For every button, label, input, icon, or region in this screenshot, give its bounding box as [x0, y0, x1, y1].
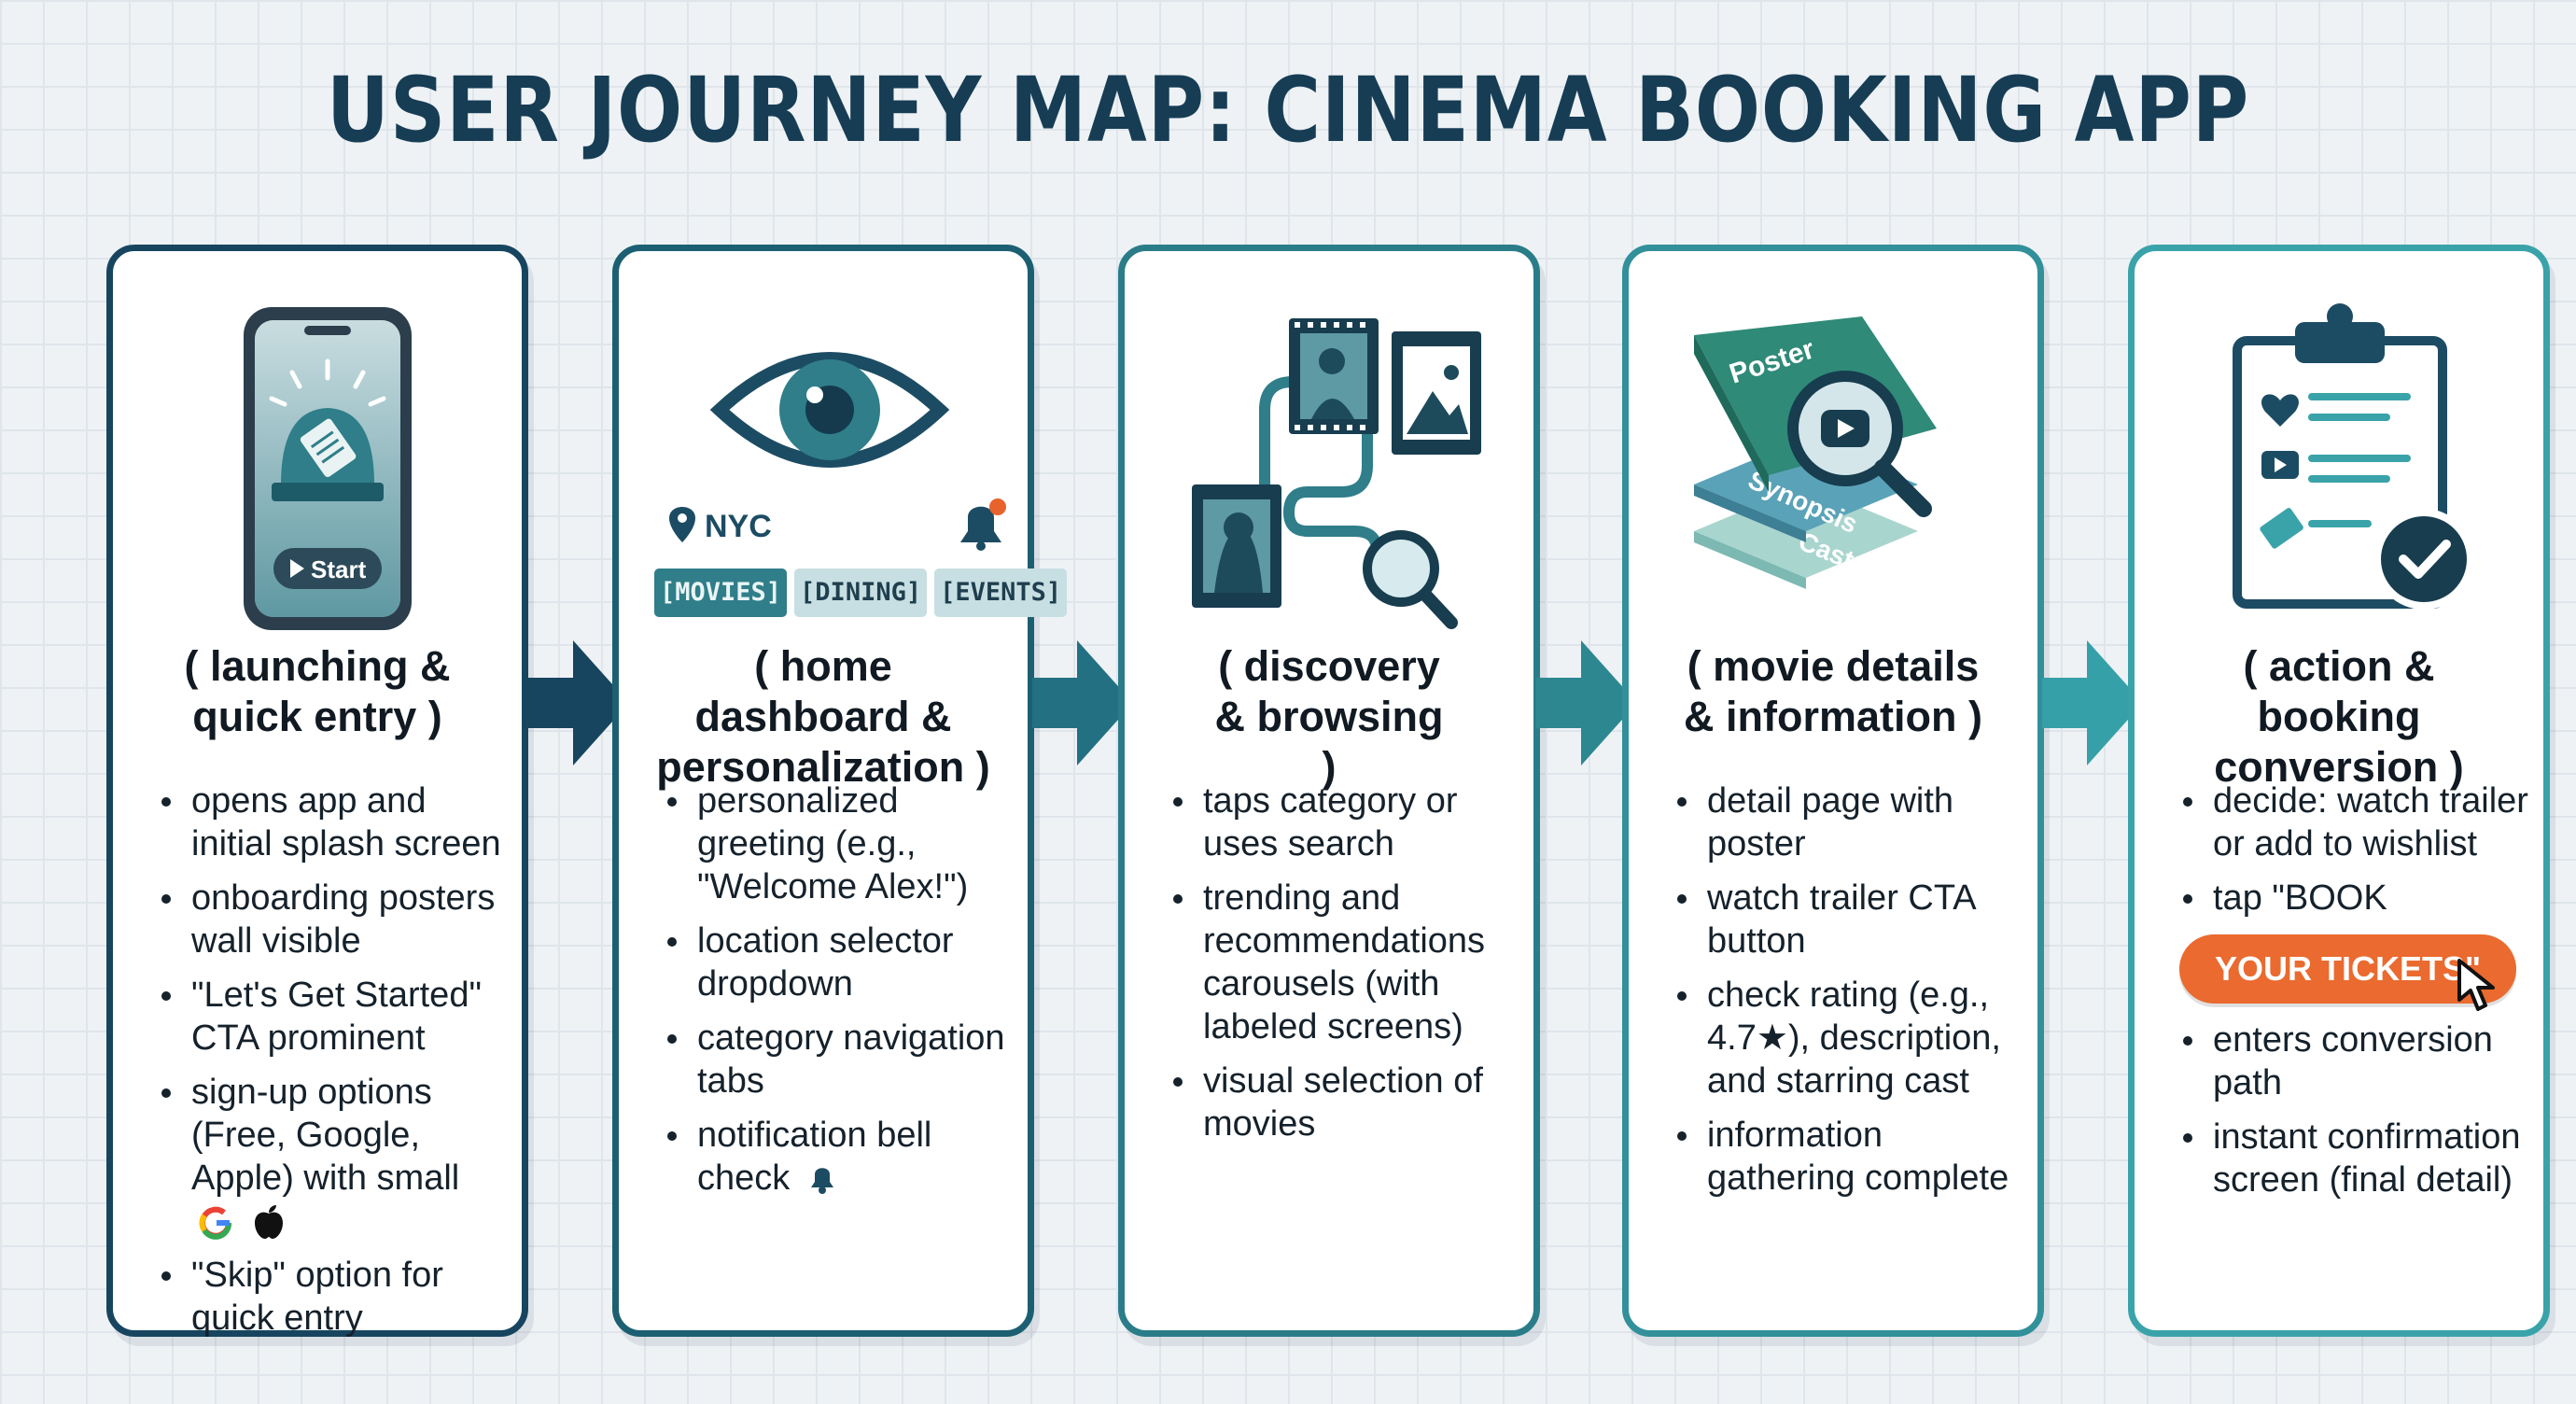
stage-card-movie-details: Cast Synopsis Poster ( movie details & i…: [1622, 245, 2044, 1337]
flow-arrow-icon: [1032, 640, 1133, 765]
flow-arrow-icon: [2042, 640, 2143, 765]
tab-events[interactable]: [EVENTS]: [934, 569, 1068, 617]
bullet-item: taps category or uses search: [1169, 779, 1520, 865]
bullet-item: notification bell check: [664, 1114, 1015, 1200]
bullet-item: enters conversion path: [2179, 1018, 2530, 1104]
cursor-pointer-icon: [2457, 959, 2495, 1011]
bullet-item: information gathering complete: [1673, 1114, 2024, 1200]
clipboard-checklist-icon: [2135, 251, 2543, 653]
stage-card-booking: ( action & booking conversion ) decide: …: [2128, 245, 2550, 1337]
bullet-item: detail page with poster: [1673, 779, 2024, 865]
stage-label: ( home dashboard & personalization ): [656, 642, 990, 791]
tab-dining[interactable]: [DINING]: [794, 569, 928, 617]
category-tabs: [MOVIES][DINING][EVENTS]: [654, 569, 1074, 617]
bullet-text: notification bell check: [697, 1116, 932, 1198]
stage-card-launching: Start ( launching & quick entry ) opens …: [106, 245, 528, 1338]
bell-icon: [810, 1168, 833, 1194]
bullet-text: sign-up options (Free, Google, Apple) wi…: [191, 1073, 460, 1198]
stage-label: ( action & booking conversion ): [2214, 642, 2464, 791]
bullet-item: opens app and initial splash screen: [158, 779, 509, 865]
apple-logo-icon: [254, 1205, 283, 1239]
stage-bullets: decide: watch trailer or add to wishlist…: [2179, 779, 2530, 1213]
tab-movies[interactable]: [MOVIES]: [654, 569, 788, 617]
stage-label: ( launching & quick entry ): [184, 642, 451, 740]
bullet-item: sign-up options (Free, Google, Apple) wi…: [158, 1071, 509, 1243]
stage-bullets: taps category or uses search trending an…: [1169, 779, 1520, 1157]
stage-label: ( movie details & information ): [1684, 642, 1982, 740]
phone-launch-icon: Start: [113, 251, 522, 653]
stage-card-discovery: ( discovery & browsing ) taps category o…: [1118, 245, 1540, 1337]
bullet-item: check rating (e.g., 4.7★), description, …: [1673, 974, 2024, 1102]
google-logo-icon: [199, 1206, 231, 1240]
page-title: USER JOURNEY MAP: CINEMA BOOKING APP: [326, 58, 2250, 162]
stage-bullets: detail page with poster watch trailer CT…: [1673, 779, 2024, 1211]
bullet-item: decide: watch trailer or add to wishlist: [2179, 779, 2530, 865]
eye-personalization-icon: NYC [MOVIES][DINING][EVENTS]: [619, 251, 1068, 653]
bell-icon: [960, 498, 1006, 551]
flow-arrow-icon: [1536, 640, 1637, 765]
cta-row: YOUR TICKETS": [2179, 931, 2530, 1011]
bullet-item: tap "BOOK: [2179, 877, 2530, 920]
stage-bullets: opens app and initial splash screen onbo…: [158, 779, 509, 1351]
bullet-item: "Skip" option for quick entry: [158, 1254, 509, 1340]
bullet-item: onboarding posters wall visible: [158, 877, 509, 962]
flow-arrow-icon: [528, 640, 629, 765]
bullet-item: instant confirmation screen (final detai…: [2179, 1116, 2530, 1201]
bullet-item: location selector dropdown: [664, 920, 1015, 1005]
start-button-label: Start: [311, 555, 367, 583]
stage-label: ( discovery & browsing ): [1214, 642, 1444, 791]
bullet-item: visual selection of movies: [1169, 1060, 1520, 1145]
stage-card-home-dashboard: NYC [MOVIES][DINING][EVENTS] ( home dash…: [612, 245, 1068, 1337]
location-selector: NYC: [705, 509, 772, 544]
layered-details-icon: Cast Synopsis Poster: [1629, 251, 2037, 653]
film-discovery-icon: [1125, 251, 1533, 653]
bullet-item: personalized greeting (e.g., "Welcome Al…: [664, 779, 1015, 908]
bullet-item: trending and recommendations carousels (…: [1169, 877, 1520, 1048]
bullet-item: category navigation tabs: [664, 1017, 1015, 1102]
bullet-item: watch trailer CTA button: [1673, 877, 2024, 962]
stage-bullets: personalized greeting (e.g., "Welcome Al…: [664, 779, 1015, 1211]
bullet-item: "Let's Get Started" CTA prominent: [158, 974, 509, 1060]
